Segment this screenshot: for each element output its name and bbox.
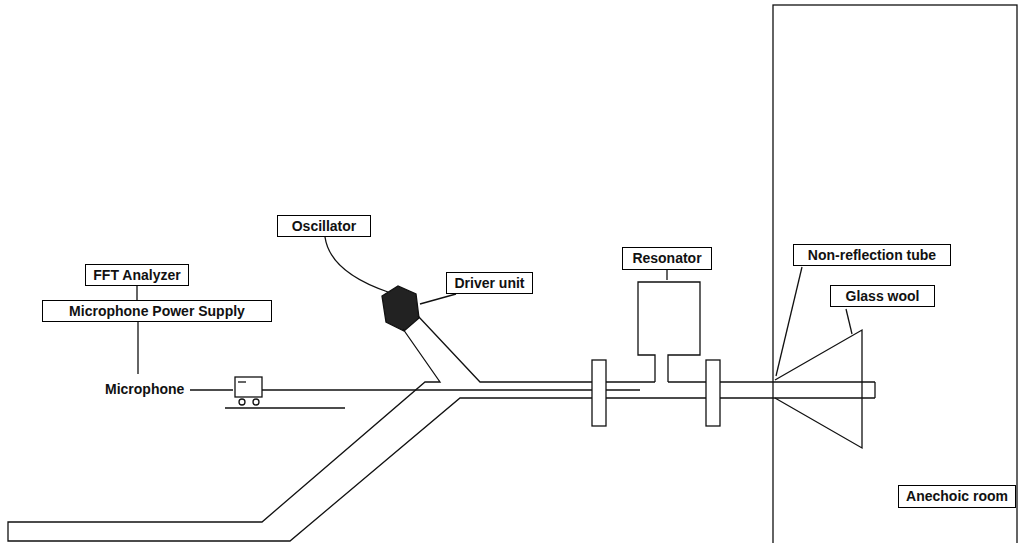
box-label: Resonator <box>629 250 705 266</box>
glass-wool-cone <box>775 330 862 448</box>
box-label: Non-reflection tube <box>800 247 944 263</box>
box-label: Glass wool <box>837 288 928 304</box>
box-label: FFT Analyzer <box>92 267 182 283</box>
driver-unit-symbol <box>382 286 419 331</box>
microphone-cart <box>253 399 259 405</box>
flanges <box>592 360 720 426</box>
resonator-leader <box>666 270 667 280</box>
box-label: Microphone Power Supply <box>49 303 265 319</box>
anechoic-room-wall <box>773 5 1017 543</box>
microphone-cart <box>239 399 245 405</box>
duct <box>668 381 875 382</box>
microphone-rod <box>262 389 640 390</box>
box-label: Driver unit <box>453 275 526 291</box>
microphone-rod <box>262 389 640 390</box>
driver-leader <box>420 294 456 304</box>
box-label: Oscillator <box>284 218 364 234</box>
microphone-leader <box>190 389 233 390</box>
duct <box>8 316 875 541</box>
connector-line <box>137 286 138 300</box>
termination-leaders <box>846 309 852 334</box>
resonator-cavity <box>638 282 700 382</box>
anechoic-room-wall <box>773 5 1017 543</box>
duct <box>874 382 875 398</box>
microphone-cart <box>225 377 345 408</box>
power-supply-box: Microphone Power Supply <box>42 300 272 322</box>
glass-wool-label-box: Glass wool <box>830 285 935 307</box>
tube-label-box: Non-reflection tube <box>793 244 951 266</box>
driver-label-box: Driver unit <box>446 272 533 294</box>
microphone-cart <box>235 377 262 397</box>
driver-leader <box>420 294 456 304</box>
room-label-box: Anechoic room <box>898 485 1016 508</box>
duct <box>8 329 875 541</box>
termination-leaders <box>776 267 802 376</box>
duct <box>418 316 655 382</box>
flanges <box>706 360 720 426</box>
mic-cable <box>137 321 138 374</box>
mic-cable <box>137 321 138 374</box>
oscillator-cable <box>325 237 388 292</box>
resonator-cavity <box>638 282 700 382</box>
glass-wool-cone <box>775 330 862 448</box>
analyzer-box: FFT Analyzer <box>85 264 189 286</box>
box-label: Anechoic room <box>905 488 1009 504</box>
resonator-leader <box>666 270 667 280</box>
microphone-leader <box>190 389 233 390</box>
driver-unit-symbol <box>382 286 419 331</box>
termination-leaders <box>776 267 852 376</box>
oscillator-box: Oscillator <box>277 215 371 237</box>
microphone-cart <box>225 407 345 408</box>
resonator-label-box: Resonator <box>622 247 712 270</box>
oscillator-cable <box>325 237 388 292</box>
part-label: Microphone <box>104 381 185 397</box>
flanges <box>592 360 606 426</box>
microphone-cart <box>238 381 246 382</box>
